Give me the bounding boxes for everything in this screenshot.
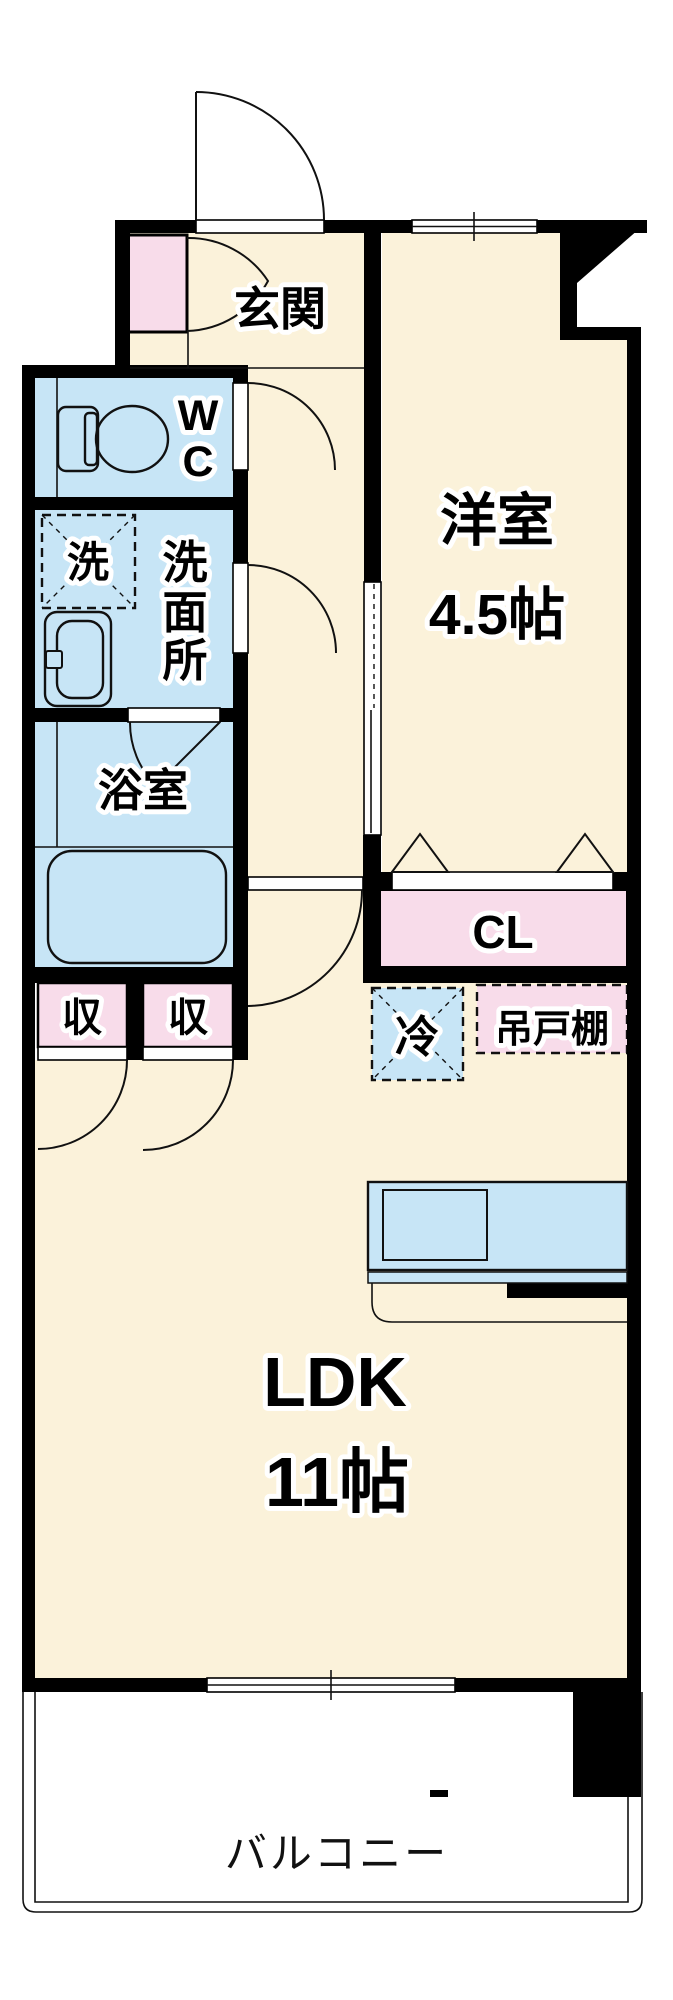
openings (37, 212, 615, 1700)
refrigerator-icon (370, 986, 465, 1082)
western-room-size: 4.5帖 (429, 583, 565, 647)
window-balcony (206, 1670, 456, 1700)
hanging-cupboard-block (475, 983, 629, 1055)
wc-door-sill (232, 382, 249, 471)
shoe-cabinet-doors (186, 236, 270, 332)
storage-blocks (36, 233, 629, 1055)
storage-right-door-arc (142, 1059, 234, 1151)
storage-left-label: 収 (62, 996, 102, 1040)
ldk-label: LDK (263, 1343, 407, 1421)
walls (22, 220, 647, 1797)
washroom-door-arc (247, 564, 337, 654)
balcony-wall-block (573, 1692, 641, 1797)
wash-basin-icon (43, 610, 113, 708)
hall-ldk-sill (247, 876, 364, 891)
balcony-label: バルコニー (225, 1830, 449, 1877)
wc-label-line2: C (182, 438, 213, 486)
entrance-door-sill (195, 219, 325, 234)
washroom-door-sill (232, 562, 249, 654)
ldk-size: 11帖 (265, 1443, 409, 1521)
kitchen-counter-icon (366, 1180, 629, 1323)
bathroom-label: 浴室 (98, 765, 188, 816)
storage-left-door-arc (37, 1059, 128, 1150)
doors (37, 91, 363, 1151)
window-top (411, 212, 538, 241)
balcony-divider-tick (430, 1790, 448, 1797)
hanging-cupboard-label: 吊戸棚 (495, 1009, 609, 1051)
diagonal-wall (560, 222, 647, 327)
washing-machine-icon (40, 513, 137, 610)
storage-right-block (141, 981, 235, 1049)
washroom-label-char2: 面 (162, 587, 207, 638)
labels: 玄関 W C 洗 洗 面 所 浴室 収 収 洋室 4.5帖 CL 冷 吊戸棚 L… (57, 278, 614, 1877)
ldk-floor (35, 1060, 627, 1678)
western-room-label: 洋室 (440, 489, 554, 553)
wc-door-arc (247, 382, 336, 471)
bathroom-door (128, 721, 221, 787)
closet-folding-door (390, 832, 615, 891)
sliding-door (363, 581, 382, 836)
genkan-label: 玄関 (234, 283, 326, 335)
toilet-icon (56, 404, 170, 474)
washroom-label-char1: 洗 (162, 537, 207, 588)
washroom-label-char3: 所 (162, 635, 207, 686)
bathroom-door-sill (127, 707, 221, 723)
shoe-cabinet (126, 233, 189, 334)
refrigerator-label: 冷 (395, 1013, 439, 1062)
bathroom-floor (35, 722, 233, 967)
balcony-railing (22, 1692, 643, 1913)
laundry-label: 洗 (67, 539, 109, 586)
closet-label: CL (472, 906, 533, 958)
entrance-door (195, 91, 325, 221)
bathtub-icon (46, 849, 228, 965)
wc-label-line1: W (178, 392, 219, 440)
wc-floor (35, 378, 233, 497)
storage-left-sill (37, 1046, 128, 1061)
hall-ldk-connector-floor (248, 877, 364, 1077)
storage-right-sill (142, 1046, 234, 1061)
storage-left-block (36, 981, 129, 1049)
storage-right-label: 収 (168, 996, 208, 1040)
hall-ldk-door-arc (247, 889, 363, 1007)
fixtures (40, 404, 629, 1323)
